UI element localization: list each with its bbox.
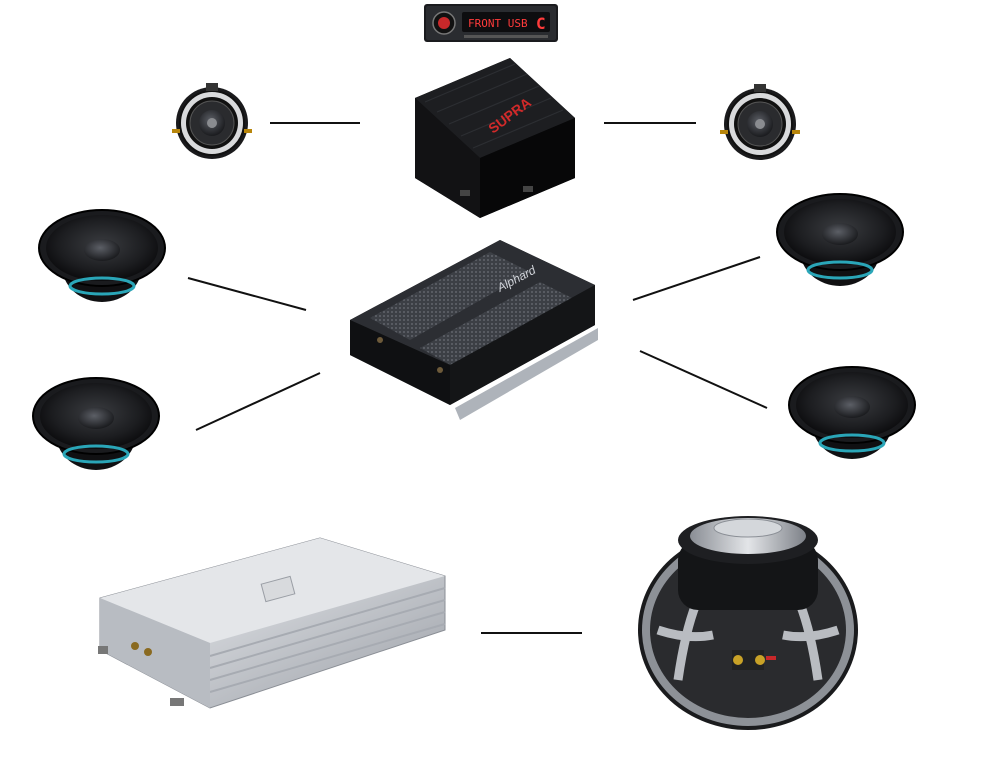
head-unit-display-glyph: C xyxy=(536,14,546,33)
amplifier-top: SUPRA xyxy=(415,58,575,218)
speaker-lower-left xyxy=(32,377,160,470)
head-unit-display xyxy=(462,12,550,32)
speaker-lower-right xyxy=(788,366,916,459)
speaker-upper-right xyxy=(776,193,904,286)
wires xyxy=(187,122,768,634)
wire-speaker-lower-right xyxy=(639,350,768,409)
wire-speaker-upper-left xyxy=(187,277,307,311)
wire-speaker-upper-right xyxy=(632,256,761,301)
speaker-upper-left xyxy=(38,209,166,302)
amplifier-bottom xyxy=(98,537,446,709)
tweeter-right xyxy=(720,84,800,160)
subwoofer xyxy=(638,516,858,730)
amplifier-middle: Alphard xyxy=(350,240,598,420)
tweeter-left xyxy=(172,83,252,159)
wire-speaker-lower-left xyxy=(195,372,321,431)
head-unit: FRONT USB C xyxy=(424,4,558,42)
head-unit-display-text: FRONT USB xyxy=(468,17,528,30)
